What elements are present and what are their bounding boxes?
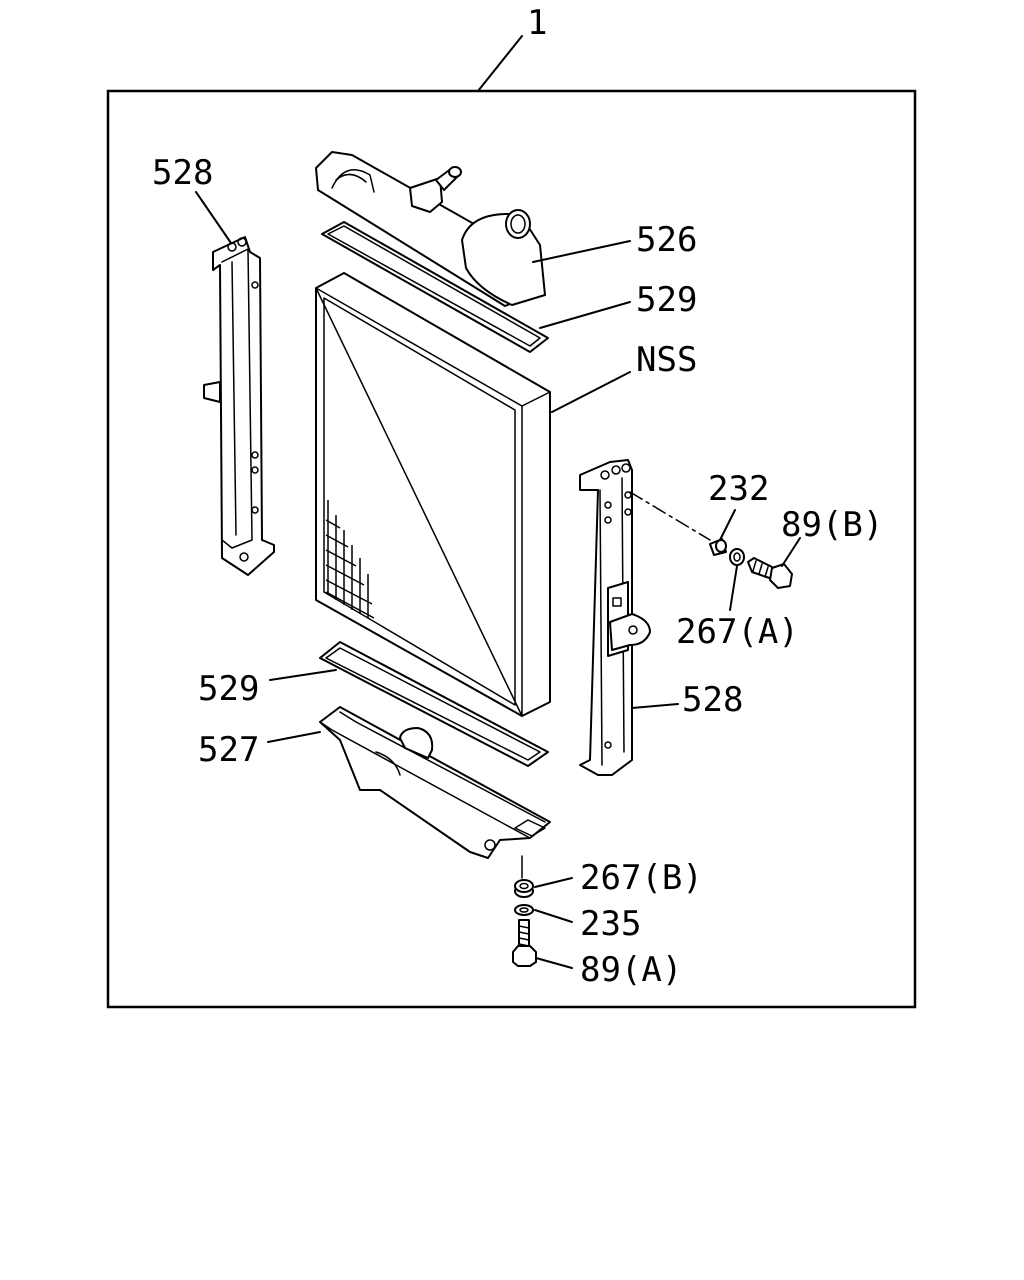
leader-235 xyxy=(534,909,573,923)
collar-267a xyxy=(729,548,745,566)
leader-lower-tank xyxy=(267,731,321,743)
washer-235 xyxy=(514,904,534,916)
label-bolt-89b: 89(B) xyxy=(781,505,883,545)
label-collar-267a: 267(A) xyxy=(676,612,799,652)
right-bracket xyxy=(579,459,651,776)
leader-upper-tank xyxy=(532,240,631,263)
leader-89b xyxy=(781,537,801,567)
leader-core xyxy=(551,371,631,413)
left-bracket xyxy=(203,236,275,576)
leader-lower-seal xyxy=(269,669,337,681)
label-bolt-89a: 89(A) xyxy=(580,950,682,990)
label-upper-seal: 529 xyxy=(636,280,697,320)
leader-bracket-left xyxy=(195,191,232,244)
collar-267b xyxy=(514,879,534,898)
leader-89a xyxy=(535,957,573,969)
lower-seal xyxy=(319,641,549,767)
label-assembly: 1 xyxy=(527,3,547,43)
label-upper-tank: 526 xyxy=(636,220,697,260)
core-mesh xyxy=(325,500,375,619)
leader-bracket-right xyxy=(631,703,679,709)
label-washer-232: 232 xyxy=(708,469,769,509)
label-washer-235: 235 xyxy=(580,904,641,944)
leader-upper-seal xyxy=(539,301,631,329)
label-bracket-right: 528 xyxy=(682,680,743,720)
bolt-89a xyxy=(512,919,537,967)
assembly-frame xyxy=(106,89,917,1009)
radiator-core xyxy=(315,272,551,717)
leader-267b xyxy=(534,877,573,888)
label-core: NSS xyxy=(636,340,697,380)
lower-tank xyxy=(319,706,551,859)
upper-seal xyxy=(321,221,549,353)
assembly-centerline-right xyxy=(629,491,711,541)
label-collar-267b: 267(B) xyxy=(580,858,703,898)
label-bracket-left: 528 xyxy=(152,153,213,193)
upper-tank xyxy=(315,151,546,307)
leader-267a xyxy=(729,565,738,611)
label-lower-seal: 529 xyxy=(198,669,259,709)
label-lower-tank: 527 xyxy=(198,730,259,770)
leader-assembly xyxy=(477,35,523,92)
leader-232 xyxy=(719,509,736,541)
washer-232 xyxy=(709,538,727,556)
